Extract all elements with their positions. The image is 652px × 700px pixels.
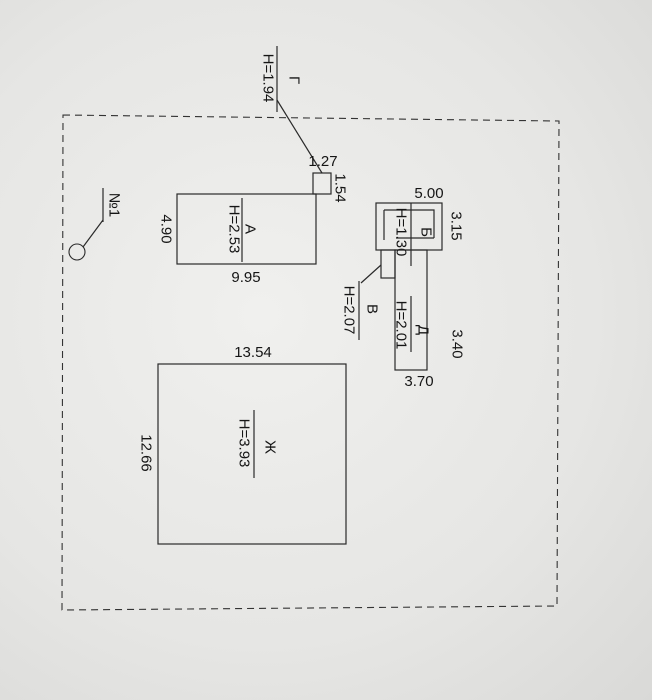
building-d-depth: 3.40 <box>449 329 466 358</box>
building-d-outline <box>394 249 428 371</box>
building-d-height: H=2.01 <box>393 301 410 350</box>
building-zh-height: H=3.93 <box>236 419 253 468</box>
building-v-letter: В <box>364 304 381 314</box>
building-g-letter: Г <box>286 76 303 84</box>
plot-boundary <box>61 114 560 611</box>
building-zh-outline <box>157 363 347 545</box>
building-g-outline <box>312 172 332 195</box>
building-b-inner-walls <box>383 209 435 240</box>
building-a-height: H=2.53 <box>226 205 243 254</box>
building-zh-letter: Ж <box>262 440 279 454</box>
building-g-depth: 1.54 <box>332 173 349 202</box>
building-a-outline <box>176 193 317 265</box>
building-b-width: 5.00 <box>414 185 443 202</box>
building-a-depth: 4.90 <box>158 214 175 243</box>
building-a-letter: А <box>242 224 259 234</box>
building-g-height: H=1.94 <box>260 54 277 103</box>
building-d-width: 3.70 <box>404 373 433 390</box>
well-label: №1 <box>106 193 123 217</box>
well-symbol <box>68 243 86 261</box>
building-d-letter: Д <box>415 325 432 335</box>
building-b-letter: Б <box>418 227 435 237</box>
building-v-height: H=2.07 <box>341 286 358 335</box>
building-zh-depth: 12.66 <box>138 434 155 472</box>
building-g-leader <box>276 99 323 174</box>
building-b-depth: 3.15 <box>448 211 465 240</box>
building-v-leader <box>360 264 382 284</box>
building-b-height: H=1.30 <box>393 208 410 257</box>
building-g-width: 1.27 <box>308 153 337 170</box>
well-leader <box>82 219 104 248</box>
building-a-width: 9.95 <box>231 269 260 286</box>
building-zh-width: 13.54 <box>234 344 272 361</box>
